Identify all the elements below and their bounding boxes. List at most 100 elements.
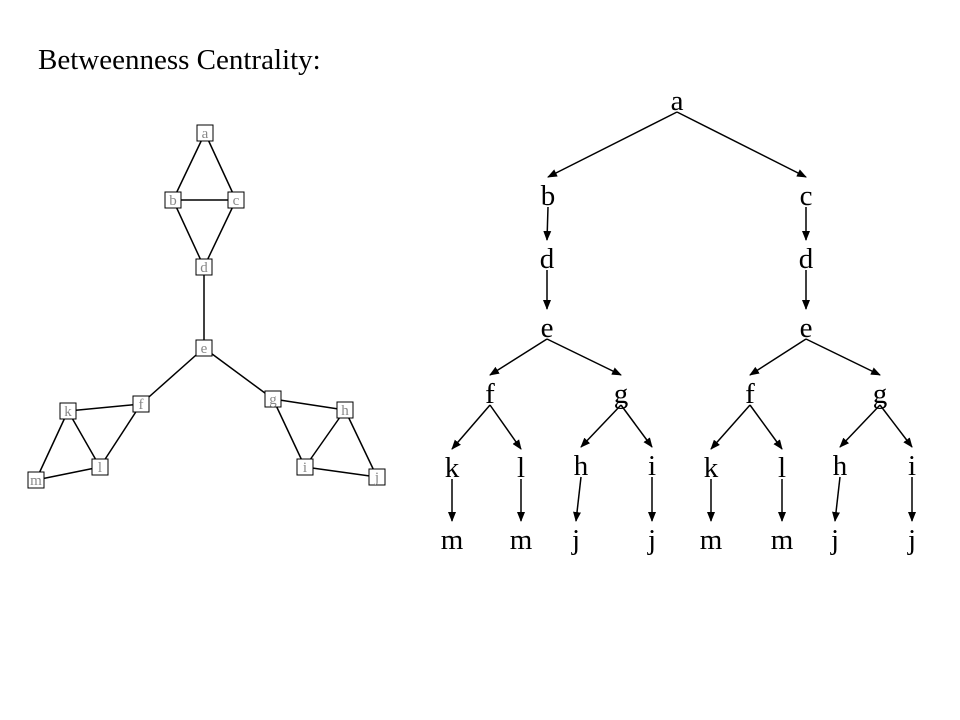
graph-node-box	[195, 339, 213, 357]
graph-node-label: h	[341, 403, 349, 419]
graph-node-e: e	[195, 339, 213, 357]
graph-edge-g-i	[272, 398, 306, 468]
graph-node-f: f	[132, 395, 150, 413]
tree-arrow-g1-i1	[620, 404, 653, 448]
tree-node-l2: l	[778, 452, 786, 484]
graph-edge-k-l	[67, 410, 101, 468]
graph-node-box	[195, 258, 213, 276]
graph-node-d: d	[195, 258, 213, 276]
graph-node-h: h	[336, 401, 354, 419]
graph-node-label: f	[139, 397, 144, 413]
tree-arrow-e1-g1	[546, 338, 622, 376]
graph-edge-b-d	[172, 199, 205, 268]
graph-node-label: e	[201, 341, 208, 357]
graph-edge-a-b	[172, 132, 206, 201]
graph-node-box	[59, 402, 77, 420]
graph-node-box	[336, 401, 354, 419]
graph-edge-l-m	[35, 466, 101, 481]
graph-node-m: m	[27, 471, 45, 489]
network-graph-edges	[35, 132, 378, 481]
tree-node-d1: d	[540, 243, 555, 275]
graph-edge-c-d	[203, 199, 237, 268]
tree-node-m2: m	[510, 524, 533, 556]
tree-node-g1: g	[614, 378, 629, 410]
graph-node-box	[368, 468, 386, 486]
tree-node-h1: h	[574, 450, 589, 482]
graph-node-label: m	[30, 473, 42, 489]
graph-edge-e-f	[140, 347, 205, 405]
tree-node-f2: f	[745, 378, 755, 410]
graph-node-box	[164, 191, 182, 209]
slide-title: Betweenness Centrality:	[38, 44, 321, 76]
graph-edge-h-i	[304, 409, 346, 468]
graph-node-box	[91, 458, 109, 476]
tree-node-m4: m	[771, 524, 794, 556]
graph-node-b: b	[164, 191, 182, 209]
tree-node-a: a	[671, 85, 684, 117]
graph-edge-a-c	[204, 132, 237, 201]
tree-node-m3: m	[700, 524, 723, 556]
tree-node-e2: e	[800, 312, 813, 344]
graph-node-label: j	[374, 470, 379, 486]
graph-node-g: g	[264, 390, 282, 408]
graph-node-label: b	[169, 193, 177, 209]
tree-arrow-f1-k1	[451, 404, 491, 450]
graph-node-label: i	[303, 460, 307, 476]
tree-node-i2: i	[908, 450, 916, 482]
tree-node-k1: k	[445, 452, 460, 484]
graph-node-box	[264, 390, 282, 408]
graph-node-box	[227, 191, 245, 209]
graph-node-label: d	[200, 260, 208, 276]
tree-arrow-f2-l2	[749, 404, 783, 450]
graph-node-label: c	[233, 193, 240, 209]
tree-node-c: c	[800, 180, 813, 212]
graph-node-i: i	[296, 458, 314, 476]
tree-node-m1: m	[441, 524, 464, 556]
graph-node-c: c	[227, 191, 245, 209]
tree-arrow-a-b	[547, 111, 678, 178]
graph-node-label: g	[269, 392, 277, 408]
tree-node-i1: i	[648, 450, 656, 482]
graph-node-box	[296, 458, 314, 476]
tree-node-k2: k	[704, 452, 719, 484]
tree-node-j4: j	[907, 524, 916, 556]
graph-node-k: k	[59, 402, 77, 420]
graph-edge-f-l	[99, 403, 142, 468]
tree-node-d2: d	[799, 243, 814, 275]
tree-node-j3: j	[830, 524, 839, 556]
graph-node-label: l	[98, 460, 102, 476]
graph-node-l: l	[91, 458, 109, 476]
graph-node-box	[27, 471, 45, 489]
tree-node-h2: h	[833, 450, 848, 482]
graph-edge-f-k	[67, 403, 142, 412]
graph-edge-i-j	[304, 466, 378, 478]
tree-arrow-g2-i2	[879, 404, 913, 448]
tree-arrow-f2-k2	[710, 404, 751, 450]
graph-node-label: a	[202, 126, 209, 142]
tree-node-j2: j	[647, 524, 656, 556]
tree-arrow-g1-h1	[580, 404, 622, 448]
tree-arrow-f1-l1	[489, 404, 522, 450]
graph-edge-e-g	[203, 347, 274, 400]
graph-edge-k-m	[35, 410, 69, 481]
graph-node-a: a	[196, 124, 214, 142]
tree-node-l1: l	[517, 452, 525, 484]
bfs-tree-arrows	[448, 111, 916, 522]
graph-edge-g-h	[272, 398, 346, 411]
tree-node-j1: j	[571, 524, 580, 556]
graph-node-label: k	[64, 404, 72, 420]
tree-node-f1: f	[485, 378, 495, 410]
tree-node-e1: e	[541, 312, 554, 344]
graph-edge-h-j	[344, 409, 378, 478]
graph-node-box	[132, 395, 150, 413]
tree-arrow-g2-h2	[839, 404, 881, 448]
tree-node-g2: g	[873, 378, 888, 410]
tree-arrow-a-c	[676, 111, 807, 178]
tree-arrow-h1-j1	[573, 476, 582, 522]
graph-node-j: j	[368, 468, 386, 486]
tree-arrow-e1-f1	[489, 338, 548, 376]
tree-node-b: b	[541, 180, 556, 212]
